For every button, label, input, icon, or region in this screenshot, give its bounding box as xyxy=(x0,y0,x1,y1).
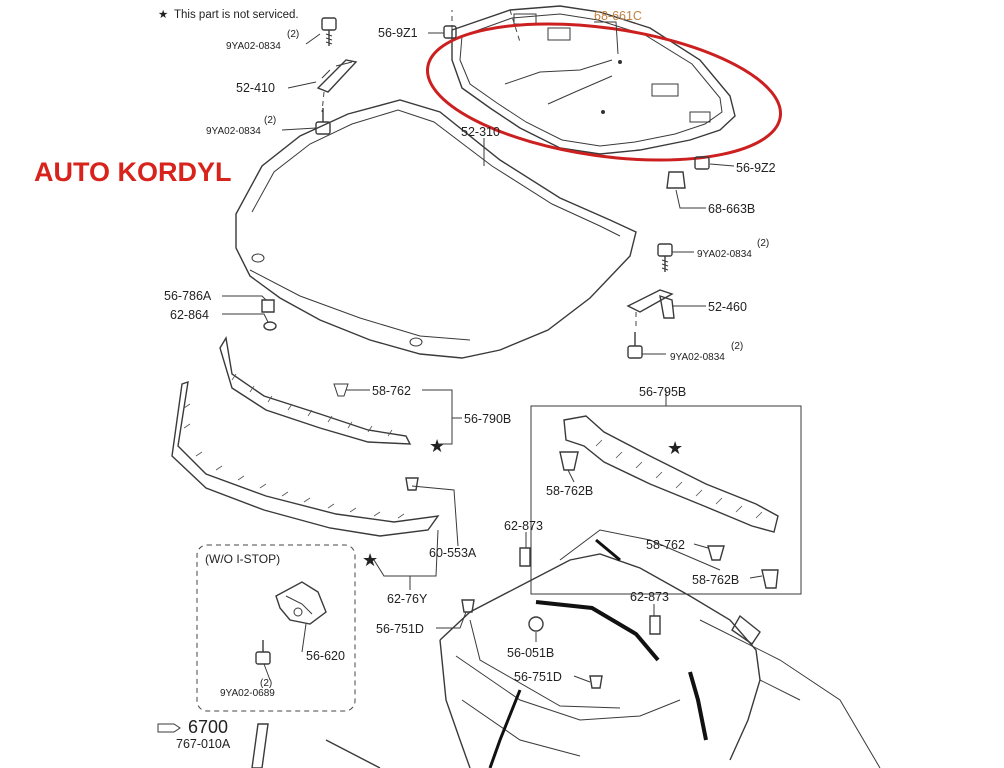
label-62-864: 62-864 xyxy=(170,308,209,322)
label-52-410: 52-410 xyxy=(236,81,275,95)
not-serviced-star-795B: ★ xyxy=(667,438,683,458)
grommet-56-051B xyxy=(528,616,544,632)
bumper-56-786A xyxy=(261,299,275,313)
hood-rod-drawing xyxy=(325,739,381,768)
label-56-9Z1: 56-9Z1 xyxy=(378,26,418,40)
watermark-text: AUTO KORDYL xyxy=(34,157,232,187)
label-56-9Z2: 56-9Z2 xyxy=(736,161,776,175)
hood-insulator-drawing xyxy=(451,5,736,155)
right-hinge-drawing xyxy=(626,289,675,328)
left-hinge-drawing xyxy=(316,59,358,113)
clip-56-9Z1 xyxy=(443,25,457,39)
qty-e: (2) xyxy=(260,678,272,689)
not-serviced-note: This part is not serviced. xyxy=(174,9,299,21)
vehicle-front-drawing xyxy=(439,529,881,768)
label-62-873-b: 62-873 xyxy=(630,590,669,604)
highlight-ellipse xyxy=(426,22,782,162)
label-58-762-a: 58-762 xyxy=(372,384,411,398)
qty-a: (2) xyxy=(287,29,299,40)
label-58-762-b: 58-762 xyxy=(646,538,685,552)
label-56-051B: 56-051B xyxy=(507,646,554,660)
left-bolt-lower xyxy=(315,108,331,135)
seal-56-795B-drawing xyxy=(559,415,779,589)
left-bolt-upper xyxy=(321,17,337,46)
right-bolt-upper xyxy=(657,243,673,272)
label-58-762B-b: 58-762B xyxy=(692,573,739,587)
latch-bolt-drawing xyxy=(255,640,271,665)
label-wo-istop: (W/O I-STOP) xyxy=(205,552,280,566)
label-56-786A: 56-786A xyxy=(164,289,212,303)
hood-latch-drawing xyxy=(275,581,327,625)
hood-release-cable-drawing xyxy=(251,723,269,768)
stopper-62-864 xyxy=(263,321,277,331)
qty-b: (2) xyxy=(264,115,276,126)
label-56-795B: 56-795B xyxy=(639,385,686,399)
stopper-62-873-b xyxy=(649,615,661,635)
not-serviced-star-76Y: ★ xyxy=(362,550,378,570)
right-bolt-lower xyxy=(627,332,643,359)
seal-68-663B xyxy=(666,171,686,189)
label-56-620: 56-620 xyxy=(306,649,345,663)
label-62-76Y: 62-76Y xyxy=(387,592,428,606)
stopper-62-873-a xyxy=(519,547,531,567)
label-56-751D-a: 56-751D xyxy=(376,622,424,636)
label-58-762B-a: 58-762B xyxy=(546,484,593,498)
label-9YA02-0834-c: 9YA02-0834 xyxy=(697,249,752,260)
not-serviced-star: ★ xyxy=(158,9,168,21)
clip-60-553A xyxy=(405,477,419,491)
box-56-795B xyxy=(530,405,802,595)
leader-lines xyxy=(222,21,763,683)
label-9YA02-0834-a: 9YA02-0834 xyxy=(226,41,281,52)
label-52-310: 52-310 xyxy=(461,125,500,139)
label-9YA02-0689: 9YA02-0689 xyxy=(220,688,275,699)
clip-56-9Z2 xyxy=(694,156,710,170)
label-68-663B: 68-663B xyxy=(708,202,755,216)
box-wo-istop xyxy=(196,544,356,712)
label-767-010A: 767-010A xyxy=(176,737,231,751)
label-56-790B: 56-790B xyxy=(464,412,511,426)
label-62-873-a: 62-873 xyxy=(504,519,543,533)
label-60-553A: 60-553A xyxy=(429,546,477,560)
qty-c: (2) xyxy=(757,238,769,249)
reference-arrow-icon xyxy=(157,723,181,733)
clip-56-751D-a xyxy=(461,599,475,613)
not-serviced-star-790B: ★ xyxy=(429,436,445,456)
label-9YA02-0834-d: 9YA02-0834 xyxy=(670,352,725,363)
qty-d: (2) xyxy=(731,341,743,352)
label-52-460: 52-460 xyxy=(708,300,747,314)
seal-62-76Y-drawing xyxy=(171,380,440,537)
label-68-661C: 68-661C xyxy=(594,9,642,23)
clip-56-751D-b xyxy=(589,675,603,689)
label-9YA02-0834-b: 9YA02-0834 xyxy=(206,126,261,137)
label-6700: 6700 xyxy=(188,717,228,737)
hood-panel-drawing xyxy=(235,99,637,359)
label-56-751D-b: 56-751D xyxy=(514,670,562,684)
seal-56-790B-drawing xyxy=(219,336,412,445)
